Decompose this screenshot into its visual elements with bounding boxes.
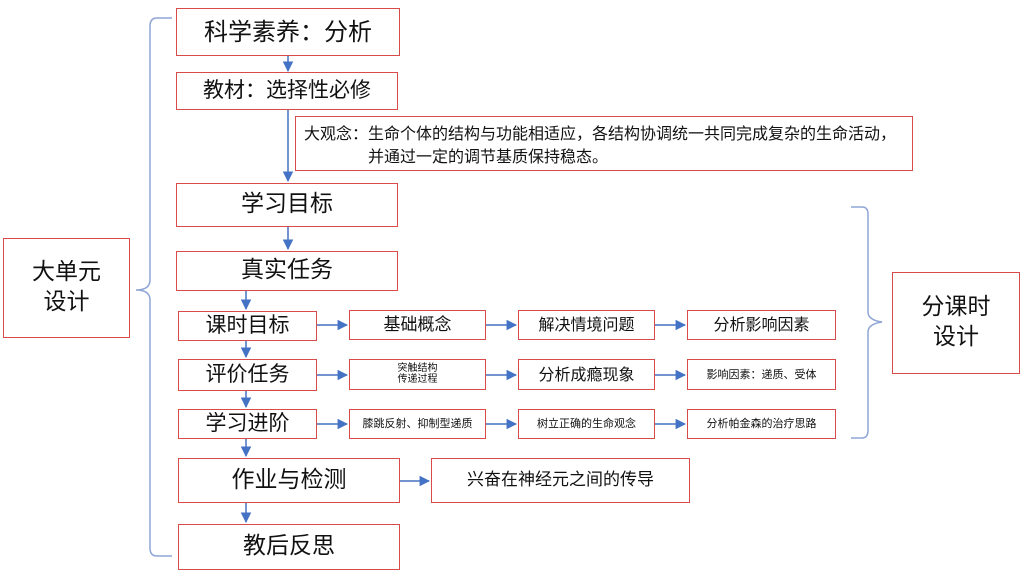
lesson-row-1-item-2-text: 解决情境问题 <box>538 315 635 335</box>
goals-box: 学习目标 <box>176 183 398 227</box>
lesson-row-1-label-text: 课时目标 <box>205 313 290 338</box>
literacy-box: 科学素养：分析 <box>176 8 400 56</box>
lesson-row-2-item-3-text: 影响因素：递质、受体 <box>706 367 817 381</box>
right-label: 分课时设计 <box>921 294 991 350</box>
lesson-row-1-item-2: 解决情境问题 <box>518 310 655 340</box>
big-idea-text: 生命个体的结构与功能相适应，各结构协调统一共同完成复杂的生命活动，并通过一定的调… <box>368 124 897 167</box>
task-text: 真实任务 <box>241 257 333 284</box>
left-label: 大单元设计 <box>32 259 101 315</box>
left-label-box: 大单元设计 <box>3 238 130 338</box>
task-box: 真实任务 <box>176 251 398 291</box>
reflection-text: 教后反思 <box>243 533 335 560</box>
literacy-text: 科学素养：分析 <box>204 17 372 46</box>
lesson-row-3-label: 学习进阶 <box>178 409 317 439</box>
lesson-row-3-item-1: 膝跳反射、抑制型递质 <box>349 409 486 439</box>
lesson-row-2-item-3: 影响因素：递质、受体 <box>687 359 836 390</box>
lesson-row-2-item-2: 分析成瘾现象 <box>518 359 655 390</box>
textbook-text: 教材：选择性必修 <box>203 78 371 103</box>
big-idea-label: 大观念： <box>304 124 369 143</box>
homework-detail-text: 兴奋在神经元之间的传导 <box>467 470 654 491</box>
lesson-row-1-item-1: 基础概念 <box>349 310 486 340</box>
goals-text: 学习目标 <box>241 191 333 218</box>
right-label-box: 分课时设计 <box>892 272 1020 374</box>
lesson-row-1-item-3: 分析影响因素 <box>687 310 836 340</box>
lesson-row-2-item-1: 突触结构 传递过程 <box>349 359 486 390</box>
lesson-row-3-item-3: 分析帕金森的治疗思路 <box>687 409 836 439</box>
lesson-row-3-item-1-text: 膝跳反射、抑制型递质 <box>362 417 473 431</box>
lesson-row-1-item-1-text: 基础概念 <box>383 314 452 335</box>
big-idea-box: 大观念： 生命个体的结构与功能相适应，各结构协调统一共同完成复杂的生命活动，并通… <box>295 116 913 171</box>
textbook-box: 教材：选择性必修 <box>176 72 398 110</box>
homework-box: 作业与检测 <box>178 458 400 503</box>
lesson-row-2-label-text: 评价任务 <box>205 362 290 387</box>
lesson-row-2-label: 评价任务 <box>178 359 317 391</box>
lesson-row-3-item-3-text: 分析帕金森的治疗思路 <box>706 417 817 431</box>
homework-text: 作业与检测 <box>231 466 347 493</box>
lesson-row-2-item-2-text: 分析成瘾现象 <box>538 364 635 384</box>
lesson-row-2-item-1-text: 突触结构 传递过程 <box>397 363 438 385</box>
right-brace <box>851 206 883 439</box>
lesson-row-1-label: 课时目标 <box>178 311 317 341</box>
lesson-row-3-label-text: 学习进阶 <box>205 411 290 436</box>
lesson-row-3-item-2: 树立正确的生命观念 <box>518 409 655 439</box>
homework-detail-box: 兴奋在神经元之间的传导 <box>431 458 690 503</box>
left-brace <box>135 17 172 557</box>
reflection-box: 教后反思 <box>178 524 400 570</box>
lesson-row-3-item-2-text: 树立正确的生命观念 <box>537 417 636 431</box>
lesson-row-1-item-3-text: 分析影响因素 <box>713 315 810 335</box>
